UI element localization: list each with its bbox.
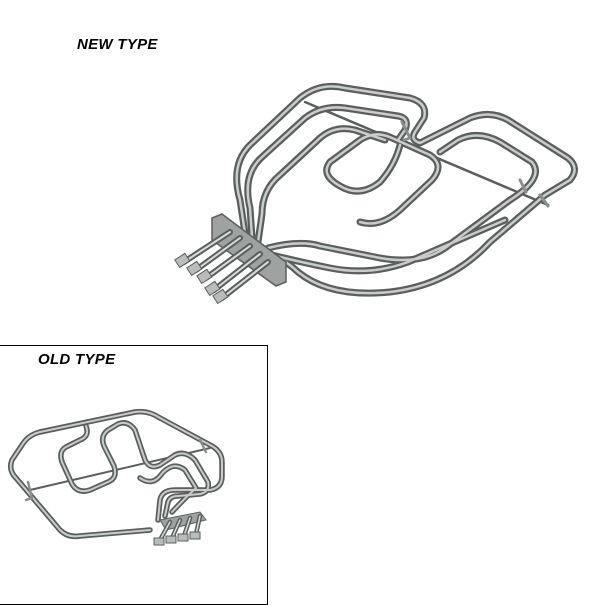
old-type-label: OLD TYPE (38, 351, 116, 368)
new-type-label: NEW TYPE (77, 36, 158, 53)
